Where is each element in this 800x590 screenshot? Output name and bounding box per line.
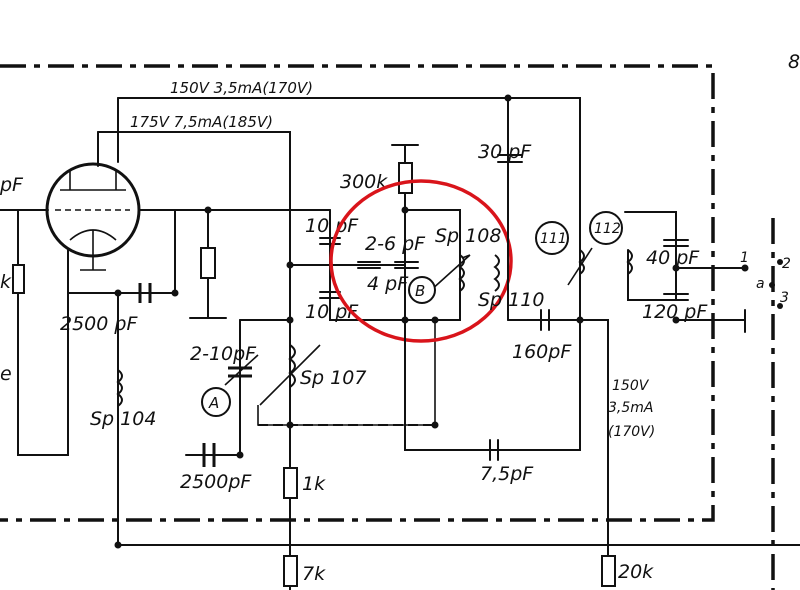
label-c2500a: 2500 pF <box>60 313 138 335</box>
label-sp110: Sp 110 <box>478 289 544 311</box>
label-rail3-c: (170V) <box>608 424 655 440</box>
label-pin-a: a <box>756 276 765 292</box>
label-c10a: 10 pF <box>305 215 359 237</box>
label-pin3: 3 <box>780 290 789 306</box>
sp107-section: 2-10pF Sp 107 2500pF 1k 7k <box>117 319 800 590</box>
highlight-circle <box>329 179 513 343</box>
marker-111-label: 111 <box>540 231 567 247</box>
left-edge-parts: pF k e <box>0 174 69 456</box>
marker-b-label: B <box>415 282 425 300</box>
label-r7k: 7k <box>302 563 326 585</box>
label-rail1: 150V 3,5mA(170V) <box>170 79 313 97</box>
grid-circuit: 2500 pF Sp 104 <box>60 209 331 546</box>
label-rail2: 175V 7,5mA(185V) <box>130 113 273 131</box>
label-left-e: e <box>0 363 12 385</box>
marker-112-label: 112 <box>594 221 621 237</box>
label-c2500b: 2500pF <box>180 471 252 493</box>
label-r300k: 300k <box>340 171 388 193</box>
label-r-left: k <box>0 271 12 293</box>
label-pin2: 2 <box>782 256 791 272</box>
label-r20k: 20k <box>618 561 654 583</box>
junction-dots <box>114 94 783 549</box>
marker-b: B <box>408 276 436 304</box>
label-rail3-a: 150V <box>612 378 650 394</box>
label-c2-10: 2-10pF <box>190 343 257 365</box>
oscillator-section: 300k 10 pF 10 pF 2-6 pF 4 pF Sp 108 <box>289 144 501 323</box>
label-sp107: Sp 107 <box>300 367 366 389</box>
label-pin1: 1 <box>740 250 749 266</box>
marker-112-section: 112 40 pF 120 pF <box>589 211 746 333</box>
label-c30: 30 pF <box>478 141 532 163</box>
label-c4: 4 pF <box>367 273 409 295</box>
label-rail3-b: 3,5mA <box>608 400 653 416</box>
label-c2-6: 2-6 pF <box>365 233 426 255</box>
label-sp108: Sp 108 <box>435 225 501 247</box>
output-section: 30 pF Sp 110 160pF 7,5pF 20k 150V 3,5mA … <box>404 97 655 587</box>
switch-terminals: 1 2 3 a 8 <box>740 51 800 306</box>
shield-outline <box>0 64 775 590</box>
label-c160: 160pF <box>512 341 572 363</box>
label-sp104: Sp 104 <box>90 408 156 430</box>
label-c40: 40 pF <box>646 247 700 269</box>
label-c120: 120 pF <box>642 301 708 323</box>
label-c-left: pF <box>0 174 24 196</box>
vacuum-tube-icon <box>0 162 176 294</box>
label-r1k: 1k <box>302 473 326 495</box>
label-edge-char: 8 <box>788 51 800 73</box>
marker-a-label: A <box>208 394 219 412</box>
marker-a: A <box>201 387 231 417</box>
label-c7-5: 7,5pF <box>480 463 534 485</box>
marker-111: 111 <box>535 221 569 255</box>
